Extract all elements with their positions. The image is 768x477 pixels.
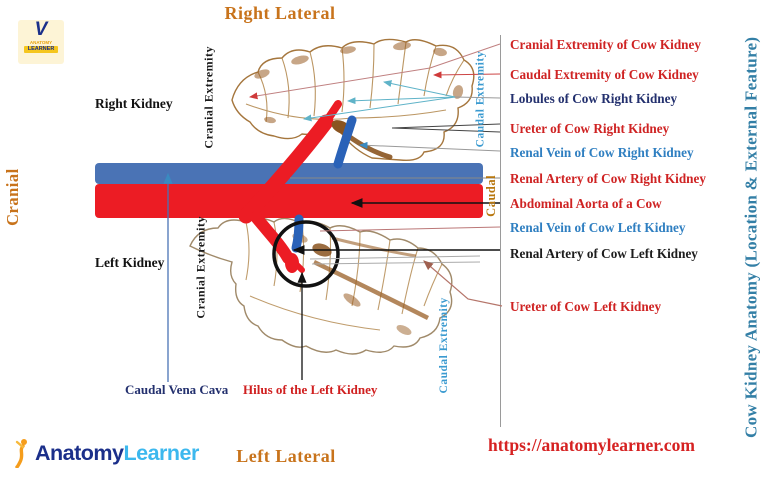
annotation-label: Ureter of Cow Left Kidney [510,299,662,314]
logo-line2: LEARNER [24,46,58,53]
leader-lobules-arrow-2 [347,96,456,105]
right-renal-artery-tip [322,100,342,126]
right-renal-vein [333,115,357,169]
right-kidney-lobule-lines [245,41,465,123]
leader-right-renal-vein [359,141,501,152]
caudal-extremity-left-label: Caudal Extremity [438,297,451,394]
bottom-title: Left Lateral [236,446,336,466]
leader-caudal-extremity [433,71,501,79]
annotation-label: Lobules of Cow Right Kidney [510,91,678,106]
left-kidney-drawing [189,217,453,355]
top-title: Right Lateral [224,3,336,23]
right-renal-artery [238,114,334,224]
left-renal-artery-branch [287,255,305,273]
leader-lobules-stem [454,96,501,99]
annotation-label: Renal Artery of Cow Right Kidney [510,171,706,186]
left-kidney-outline [189,217,453,355]
right-kidney-brown-patches [254,41,464,124]
leader-lobules-arrow-3 [303,96,456,122]
leader-left-renal-vein [319,226,501,232]
annotation-label: Ureter of Cow Right Kidney [510,121,670,136]
leader-lines [163,43,503,382]
cranial-extremity-right-label: Cranial Extremity [201,45,216,149]
leader-hilus-pipe-top [309,255,481,260]
annotation-label: Abdominal Aorta of a Cow [510,196,662,211]
leader-left-ureter [423,260,503,307]
right-kidney-drawing [231,38,475,162]
page-title-vertical: Cow Kidney Anatomy (Location & External … [741,36,761,438]
logo-line1: ANATOMY [29,40,53,45]
left-kidney-label: Left Kidney [95,255,165,270]
right-kidney-outline [231,38,475,162]
left-renal-artery [250,211,294,264]
abdominal-aorta-band [95,184,483,218]
annotation-label: Renal Vein of Cow Left Kidney [510,220,686,235]
website-url-link[interactable]: https://anatomylearner.com [488,435,695,455]
leaping-person-icon [15,439,27,468]
annotation-label: Cranial Extremity of Cow Kidney [510,37,701,52]
logo-mark: V [34,19,48,40]
caudal-direction-label: Caudal [484,174,499,217]
annotation-label: Caudal Extremity of Cow Kidney [510,67,699,82]
brand-word-anatomy: Anatomy [35,440,124,465]
leader-cranial-extremity [249,43,501,100]
caudal-extremity-right-label: Caudal Extremity [474,51,487,148]
caudal-vena-cava-label: Caudal Vena Cava [125,382,229,397]
leader-right-ureter [391,123,501,133]
annotation-label: Renal Artery of Cow Left Kidney [510,246,698,261]
cranial-extremity-left-label: Cranial Extremity [193,215,208,319]
hilus-label: Hilus of the Left Kidney [243,382,378,397]
brand-word-learner: Learner [123,440,199,465]
leader-lobules-arrow-1 [383,80,456,98]
annotation-label: Renal Vein of Cow Right Kidney [510,145,694,160]
right-kidney-label: Right Kidney [95,96,173,111]
leader-hilus-pipe-bottom [311,261,481,265]
cranial-direction-label: Cranial [2,168,22,226]
anatomylearner-corner-logo: V ANATOMY LEARNER [18,20,64,64]
hilus-circle [272,220,340,288]
